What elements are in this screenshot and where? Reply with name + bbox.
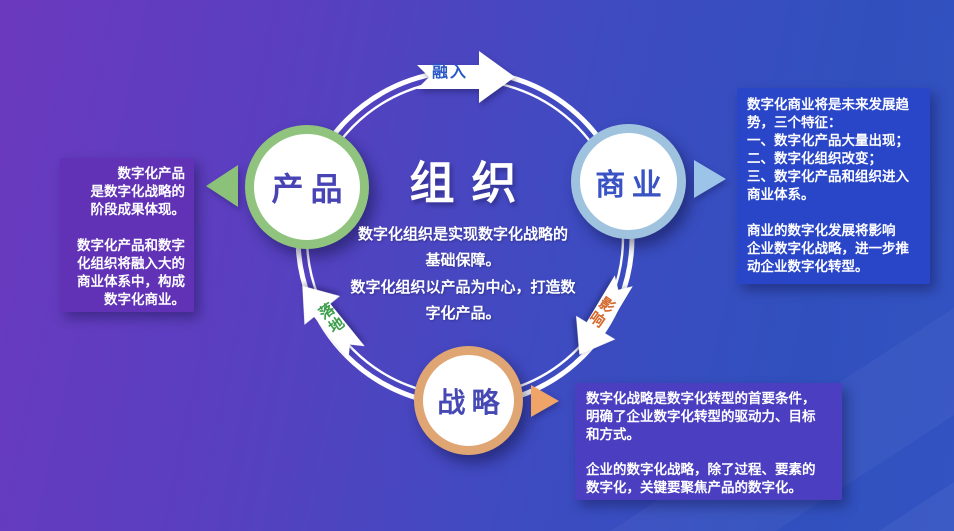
arrow-land-icon [302, 285, 365, 360]
pointer-triangle-business [694, 160, 726, 198]
panel-business-text: 数字化商业将是未来发展趋 势，三个特征： 一、数字化产品大量出现； 二、数字化组… [737, 88, 930, 284]
arrow-influence-icon [576, 275, 633, 355]
node-product-label: 产品 [271, 171, 350, 207]
panel-product-text: 数字化产品 是数字化战略的 阶段成果体现。 数字化产品和数字 化组织将融入大的 … [60, 158, 194, 312]
arrow-label-integrate: 融入 [431, 64, 469, 81]
center-description: 数字化组织是实现数字化战略的 基础保障。 数字化组织以产品为中心，打造数 字化产… [350, 226, 576, 322]
node-business-label: 商业 [595, 168, 669, 202]
arrow-integrate-icon [417, 51, 515, 103]
center-title-organization: 组织 [409, 157, 534, 209]
node-business: 商业 [571, 124, 686, 239]
panel-strategy-text: 数字化战略是数字化转型的首要条件， 明确了企业数字化转型的驱动力、目标 和方式。… [575, 383, 842, 500]
node-strategy: 战略 [414, 346, 523, 455]
pointer-triangle-strategy [531, 385, 559, 417]
node-product: 产品 [245, 125, 369, 249]
node-strategy-label: 战略 [437, 386, 506, 418]
pointer-triangle-product [206, 165, 238, 207]
